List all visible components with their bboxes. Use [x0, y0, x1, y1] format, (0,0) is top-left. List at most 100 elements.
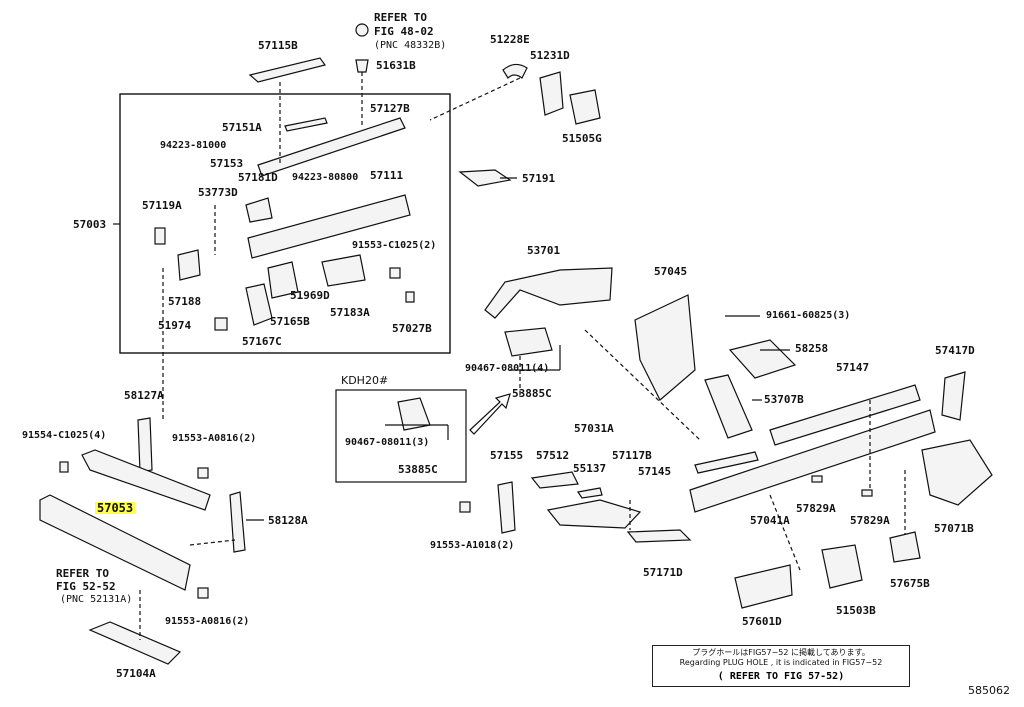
label-58258[interactable]: 58258 [795, 342, 829, 355]
label-51631b[interactable]: 51631B [376, 59, 416, 72]
part-57045 [634, 294, 696, 401]
part-53885c [504, 327, 553, 357]
part-57512 [530, 471, 579, 489]
label-90467-08011-3[interactable]: 90467-08011(3) [345, 437, 430, 448]
part-91553-a0816-b [197, 587, 209, 599]
label-57003[interactable]: 57003 [73, 218, 107, 231]
kdh-arrow [469, 393, 511, 435]
part-57071b [921, 439, 993, 506]
label-57111[interactable]: 57111 [370, 169, 404, 182]
part-55137 [576, 487, 603, 499]
label-57045[interactable]: 57045 [654, 265, 688, 278]
part-57053 [81, 449, 211, 511]
label-91553-a0816-a[interactable]: 91553-A0816(2) [172, 433, 257, 444]
label-57601d[interactable]: 57601D [742, 615, 782, 628]
label-53707b[interactable]: 53707B [764, 393, 804, 406]
label-51228e[interactable]: 51228E [490, 33, 530, 46]
label-57188[interactable]: 57188 [168, 295, 202, 308]
label-94223-80800[interactable]: 94223-80800 [292, 172, 359, 183]
label-57829a-b[interactable]: 57829A [850, 514, 890, 527]
label-57053-highlighted[interactable]: 57053 [95, 501, 136, 515]
label-51974[interactable]: 51974 [158, 319, 192, 332]
label-57027b[interactable]: 57027B [392, 322, 432, 335]
part-57167c [245, 283, 273, 326]
label-57147[interactable]: 57147 [836, 361, 870, 374]
label-53885c-a[interactable]: 53885C [512, 387, 552, 400]
part-57829a-a [811, 475, 823, 483]
part-57147 [769, 384, 921, 446]
part-58127a [137, 417, 153, 473]
label-57512[interactable]: 57512 [536, 449, 570, 462]
part-57417d [941, 371, 966, 421]
part-51974 [214, 317, 228, 331]
part-91554-c1025 [59, 461, 69, 473]
part-58128a [229, 491, 246, 553]
label-91553-c1025[interactable]: 91553-C1025(2) [352, 240, 437, 251]
variant-box-kdh20 [335, 389, 467, 483]
label-57041a[interactable]: 57041A [750, 514, 790, 527]
ref-fig5252-line3: (PNC 52131A) [60, 594, 133, 605]
part-57601d [734, 564, 793, 609]
label-57829a-a[interactable]: 57829A [796, 502, 836, 515]
part-53701 [484, 267, 613, 319]
label-90467-08011-4[interactable]: 90467-08011(4) [465, 363, 550, 374]
label-91661-60825[interactable]: 91661-60825(3) [766, 310, 851, 321]
label-57151a[interactable]: 57151A [222, 121, 262, 134]
label-91553-a0816-b[interactable]: 91553-A0816(2) [165, 616, 250, 627]
figure-number: 585062 [968, 684, 1010, 697]
part-51231d [539, 71, 564, 116]
part-57191 [458, 169, 512, 187]
label-51231d[interactable]: 51231D [530, 49, 570, 62]
part-57151a [284, 117, 328, 132]
part-51228e [502, 63, 528, 79]
part-57165b [267, 261, 299, 299]
label-57171d[interactable]: 57171D [643, 566, 683, 579]
part-57153 [257, 117, 406, 177]
label-57181d[interactable]: 57181D [238, 171, 278, 184]
ref-fig5252-line2: FIG 52-52 [56, 580, 116, 593]
ref-fig4802-line1: REFER TO [374, 11, 427, 24]
label-51969d[interactable]: 51969D [290, 289, 330, 302]
label-55137[interactable]: 55137 [573, 462, 607, 475]
label-91554-c1025[interactable]: 91554-C1025(4) [22, 430, 107, 441]
label-57417d[interactable]: 57417D [935, 344, 975, 357]
label-51505g[interactable]: 51505G [562, 132, 602, 145]
label-57127b[interactable]: 57127B [370, 102, 410, 115]
label-51503b[interactable]: 51503B [836, 604, 876, 617]
part-57675b [889, 531, 921, 563]
leader-lines [139, 72, 906, 640]
label-57167c[interactable]: 57167C [242, 335, 282, 348]
part-57171d [626, 529, 692, 543]
label-57104a[interactable]: 57104A [116, 667, 156, 680]
label-57119a[interactable]: 57119A [142, 199, 182, 212]
part-57155 [497, 481, 516, 534]
label-57155[interactable]: 57155 [490, 449, 524, 462]
label-57031a[interactable]: 57031A [574, 422, 614, 435]
part-57119a [154, 227, 166, 245]
part-91553-a0816-a [197, 467, 209, 479]
label-53701[interactable]: 53701 [527, 244, 561, 257]
part-57829a-b [861, 489, 873, 497]
part-51503b [821, 544, 863, 589]
label-91553-a1018[interactable]: 91553-A1018(2) [430, 540, 515, 551]
label-57115b[interactable]: 57115B [258, 39, 298, 52]
label-57183a[interactable]: 57183A [330, 306, 370, 319]
part-58258 [728, 339, 797, 379]
label-57071b[interactable]: 57071B [934, 522, 974, 535]
label-57165b[interactable]: 57165B [270, 315, 310, 328]
label-94223-81000[interactable]: 94223-81000 [160, 140, 227, 151]
label-57153[interactable]: 57153 [210, 157, 244, 170]
label-57117b[interactable]: 57117B [612, 449, 652, 462]
label-53885c-b[interactable]: 53885C [398, 463, 438, 476]
label-57675b[interactable]: 57675B [890, 577, 930, 590]
label-53773d[interactable]: 53773D [198, 186, 238, 199]
label-57191[interactable]: 57191 [522, 172, 556, 185]
label-58127a[interactable]: 58127A [124, 389, 164, 402]
label-58128a[interactable]: 58128A [268, 514, 308, 527]
ref-fig5252-line1: REFER TO [56, 567, 109, 580]
variant-label: KDH20# [341, 374, 389, 387]
part-57041a [689, 409, 936, 513]
label-57145[interactable]: 57145 [638, 465, 672, 478]
